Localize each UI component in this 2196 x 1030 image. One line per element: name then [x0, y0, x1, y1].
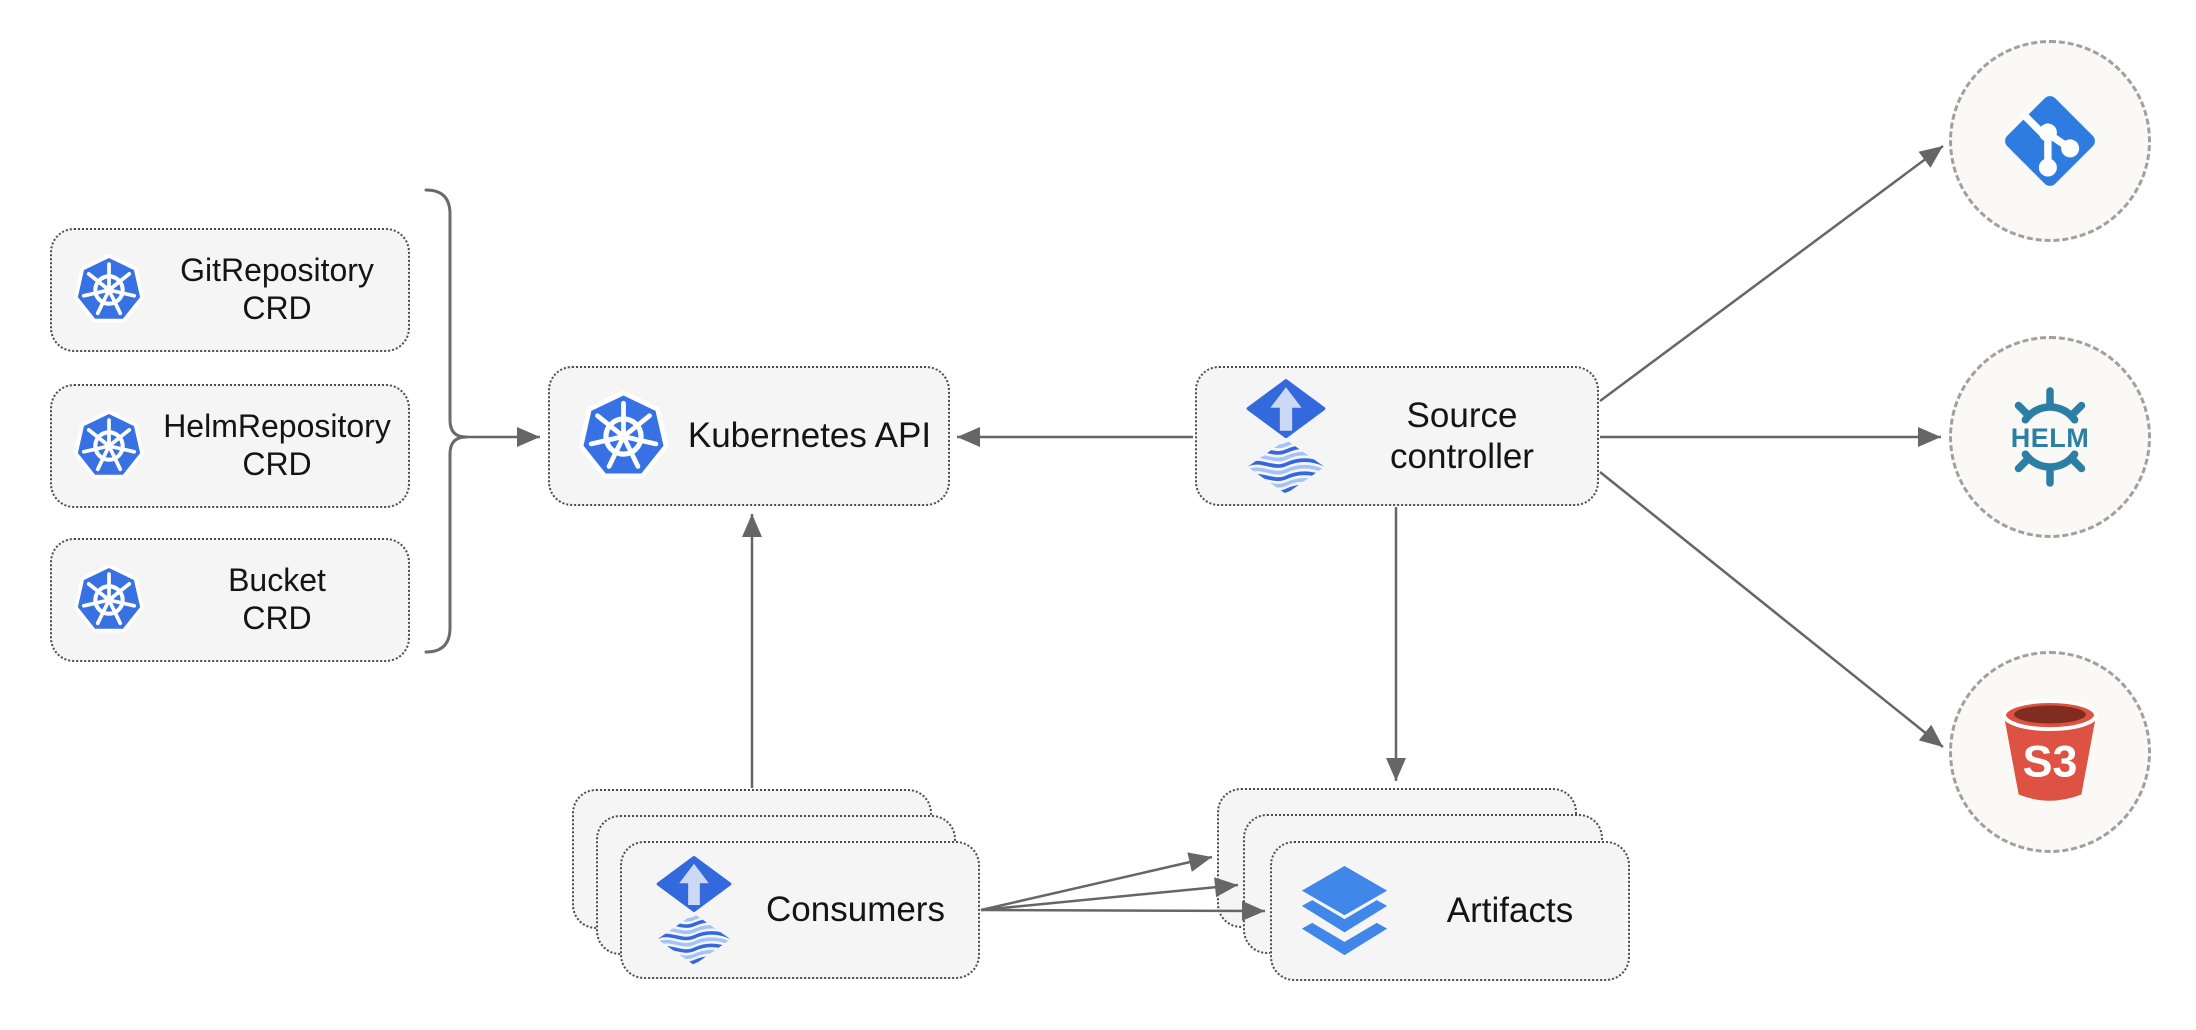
- kubernetes-api-label: Kubernetes API: [687, 416, 932, 456]
- crd-group-bracket: [424, 188, 468, 654]
- helm-source-circle: HELM: [1949, 336, 2151, 538]
- artifacts-label: Artifacts: [1446, 891, 1574, 931]
- git-source-circle: [1949, 40, 2151, 242]
- helm-label: HELM: [2011, 423, 2090, 453]
- gitrepository-crd-box: GitRepository CRD: [50, 228, 410, 352]
- artifacts-box: Artifacts: [1270, 841, 1630, 981]
- kubernetes-api-box: Kubernetes API: [548, 366, 950, 506]
- consumers-label: Consumers: [766, 890, 945, 930]
- helmrepository-crd-label: HelmRepository CRD: [163, 408, 391, 482]
- helmrepository-crd-box: HelmRepository CRD: [50, 384, 410, 508]
- kubernetes-icon: [576, 389, 671, 484]
- source-controller-label: Source controller: [1390, 395, 1534, 476]
- layers-icon: [1297, 865, 1392, 957]
- git-icon: [1997, 88, 2103, 194]
- kubernetes-icon: [72, 409, 146, 483]
- kubernetes-icon: [72, 253, 146, 327]
- bucket-crd-box: Bucket CRD: [50, 538, 410, 662]
- consumers-box: Consumers: [620, 841, 980, 979]
- source-controller-box: Source controller: [1195, 366, 1599, 506]
- arrow-consumers-to-artifacts-1: [980, 852, 1213, 912]
- kubernetes-icon: [72, 563, 146, 637]
- s3-bucket-icon: S3: [1992, 696, 2108, 808]
- bucket-crd-label: Bucket CRD: [228, 562, 326, 636]
- gitrepository-crd-label: GitRepository CRD: [180, 252, 374, 326]
- s3-label: S3: [2023, 737, 2078, 787]
- flux-icon: [655, 855, 733, 965]
- arrow-consumers-to-artifacts-2: [980, 877, 1239, 912]
- flux-icon: [1245, 378, 1327, 494]
- s3-source-circle: S3: [1949, 651, 2151, 853]
- arrow-source-controller-to-git: [1599, 144, 1944, 403]
- helm-icon: HELM: [1998, 385, 2102, 489]
- arrow-source-controller-to-s3: [1599, 471, 1944, 748]
